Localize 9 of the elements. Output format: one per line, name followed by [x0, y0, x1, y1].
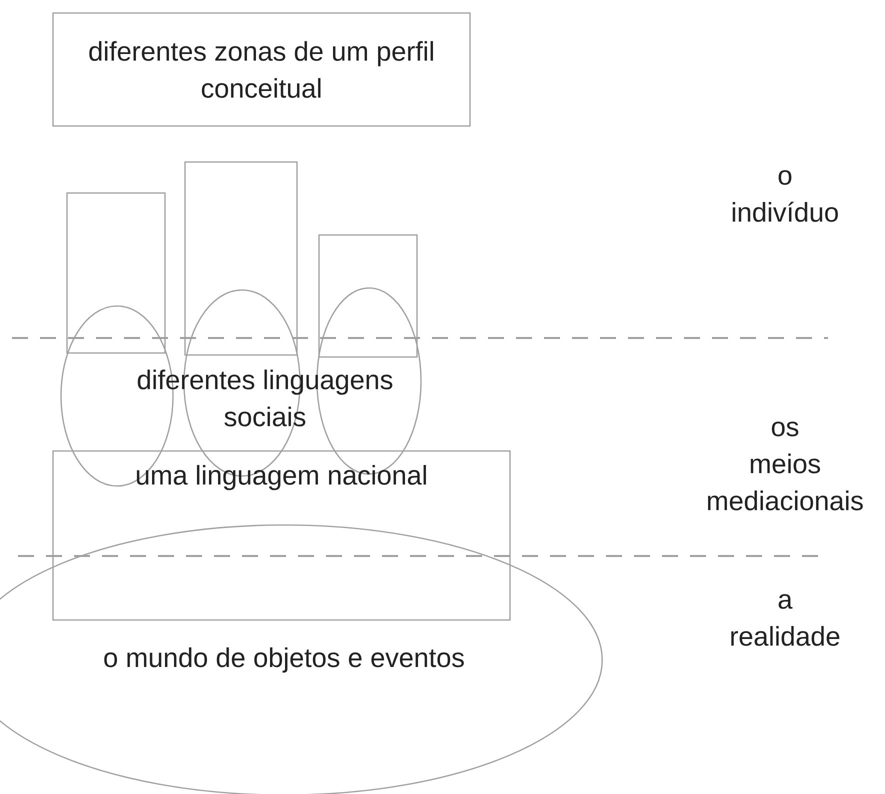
level-label: a realidade [731, 594, 840, 646]
group-label: diferentes linguagens sociais [138, 370, 392, 426]
bar-box [66, 192, 166, 354]
text-box: diferentes zonas de um perfil conceitual [52, 12, 471, 127]
level-label: os meios mediacionais [708, 422, 863, 510]
bar-box [318, 234, 418, 358]
text-box: uma linguagem nacional [52, 450, 511, 621]
level-label: o indivíduo [732, 170, 838, 222]
bar-box [184, 161, 298, 356]
